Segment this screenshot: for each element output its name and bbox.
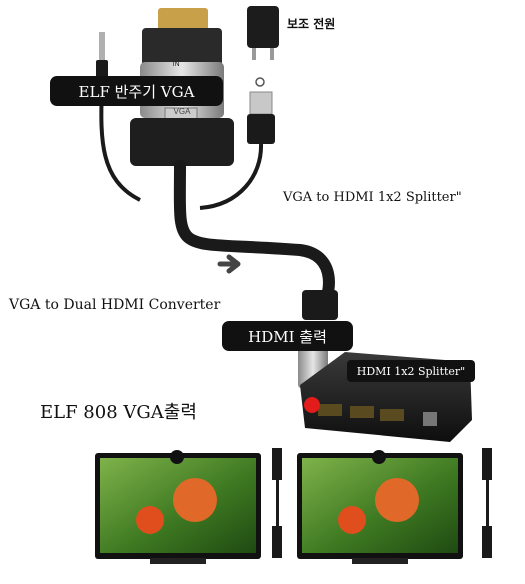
splitter-box-label: HDMI 1x2 Splitter" <box>347 360 475 382</box>
main-cable <box>173 160 335 316</box>
audio-jack-icon <box>96 32 141 202</box>
elf-output-label: ELF 808 VGA출력 <box>40 402 197 423</box>
power-label: 보조 전원 <box>287 17 336 31</box>
hdmi-cable-right <box>482 448 492 558</box>
vga-body-mark: VGA <box>174 107 192 116</box>
converter-label: VGA to Dual HDMI Converter <box>9 297 221 313</box>
monitor-left <box>95 450 261 564</box>
repeater-label: ELF 반주기 VGA <box>50 76 223 106</box>
vga-in-mark: IN <box>173 61 180 68</box>
power-adapter-icon <box>247 6 279 87</box>
hdmi-out-label: HDMI 출력 <box>222 321 353 351</box>
hdmi-cable-left <box>272 448 282 558</box>
usb-cable-icon <box>199 91 275 210</box>
monitor-right <box>297 450 463 564</box>
red-dot-marker <box>304 397 320 413</box>
splitter-note: VGA to HDMI 1x2 Splitter" <box>283 190 462 205</box>
arrow-right-icon <box>217 254 241 274</box>
